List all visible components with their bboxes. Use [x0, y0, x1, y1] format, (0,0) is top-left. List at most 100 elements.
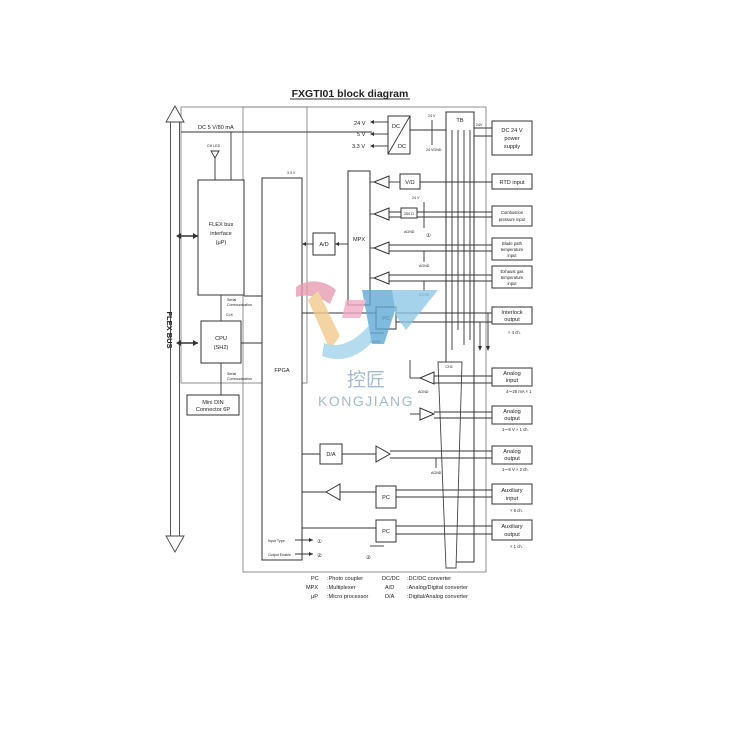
combustion-shunt — [400, 207, 418, 219]
aux-out-mark: ② — [366, 554, 371, 561]
exhaust-input-box — [491, 265, 533, 289]
output-enable-label: Output Enable — [268, 553, 291, 557]
legend: PC :Photo coupler MPX :Multiplexer μP :M… — [306, 576, 468, 600]
aux-in-ch-label: × 6 ch. — [510, 508, 523, 513]
aux-out-ch-label: × 1 ch. — [510, 544, 523, 549]
da-label: D/A — [326, 452, 336, 458]
ch2-label: CH2 — [445, 365, 452, 369]
fuse-label: 24 V — [428, 114, 436, 118]
serial2-line1: Serial — [227, 372, 236, 376]
kongjiang-watermark: 控匠 KONGJIANG — [296, 281, 438, 409]
flex-bus-interface-block — [197, 179, 245, 296]
ch-led-label: CH LED — [207, 144, 221, 148]
analog-input-box — [491, 367, 533, 387]
blade-line1: Blade path — [502, 241, 523, 246]
analog-out2-buffer — [375, 445, 392, 463]
mark-1: ① — [317, 538, 322, 545]
aux-in-line2: input — [506, 496, 519, 502]
blade-input-box — [491, 237, 533, 261]
analog-out2-gnd-label: AGND — [431, 471, 442, 475]
rtd-input-box — [491, 173, 533, 190]
dcdc-top-label: DC — [392, 124, 400, 130]
exhaust-line1: Exhaust gas — [500, 269, 523, 274]
bus-link-arrowhead — [193, 340, 198, 346]
fpga-block — [261, 177, 303, 561]
mpx-label: MPX — [353, 237, 365, 243]
arrowhead — [309, 552, 313, 556]
aux-out-pc-label: PC — [382, 529, 390, 535]
analog-out1-line1: Analog — [503, 409, 520, 415]
exhaust-line2: temperature — [501, 275, 524, 280]
interlock-line2: output — [504, 317, 520, 323]
cpu-line2: (SH2) — [214, 345, 229, 351]
legend-da-key: D/A — [385, 594, 395, 600]
flex-if-line1: FLEX bus — [209, 222, 234, 228]
analog-out1-ch-label: 1～5 V × 1 ch. — [502, 427, 529, 432]
serial1-line2: Communication — [227, 303, 252, 307]
mark-2: ② — [317, 552, 322, 559]
fpga-supply-label: 3.3 V — [287, 171, 296, 175]
blade-line3: input — [507, 253, 517, 258]
analog-in-ch-label: 4～20 mA × 1 — [506, 389, 532, 394]
arrowhead — [478, 346, 482, 351]
analog-out1-line2: output — [504, 416, 520, 422]
analog-in-line1: Analog — [503, 371, 520, 377]
combustion-shunt-label: 250 Ω — [404, 212, 414, 216]
legend-da-val: :Digital/Analog converter — [407, 594, 468, 600]
legend-dcdc-val: :DC/DC converter — [407, 576, 451, 582]
combustion-buffer — [372, 207, 390, 221]
power-line1: DC 24 V — [501, 128, 522, 134]
flex-if-line2: interface — [210, 231, 231, 237]
ground-label-dc: 24 VGND — [426, 148, 442, 152]
dcdc-diagonal — [387, 115, 411, 155]
arrowhead — [370, 120, 374, 124]
legend-pc-val: :Photo coupler — [327, 576, 363, 582]
aux-in-pc-label: PC — [382, 495, 390, 501]
combustion-supply-label: 24 V — [412, 196, 420, 200]
combustion-input-box — [491, 205, 533, 227]
tb-label: TB — [456, 118, 463, 124]
exhaust-line3: input — [507, 281, 517, 286]
combustion-gnd-label: AGND — [404, 230, 415, 234]
ad-label: A/D — [319, 242, 328, 248]
input-type-label: Input Type — [268, 539, 285, 543]
mini-din-connector — [186, 394, 240, 416]
bus-link-arrowhead — [176, 340, 181, 346]
power-line2: power — [504, 136, 519, 142]
flex-if-line3: (μP) — [216, 240, 227, 246]
legend-ad-key: A/D — [385, 585, 394, 591]
v-ohm-label: V/Ω — [405, 180, 414, 186]
analog-in-gnd-label: AGND — [418, 390, 429, 394]
fpga-label: FPGA — [274, 368, 289, 374]
combustion-line2: pressure input — [499, 217, 526, 222]
analog-out2-ch-label: 1～5 V × 2 ch. — [502, 467, 529, 472]
rtd-buffer — [372, 175, 390, 189]
bus-link-arrowhead — [176, 233, 181, 239]
led-icon — [210, 150, 220, 159]
power-plus-label: 24V — [476, 123, 483, 127]
arrowhead — [335, 242, 339, 246]
blade-buffer — [372, 241, 390, 255]
watermark-en: KONGJIANG — [318, 393, 414, 409]
legend-pc-key: PC — [311, 576, 319, 582]
flex-bus-arrow — [165, 105, 185, 553]
interlock-output-box — [491, 306, 533, 325]
module-frame-main — [242, 106, 487, 573]
rtd-label: RTD input — [499, 180, 525, 186]
legend-up-val: :Micro processor — [327, 594, 368, 600]
exhaust-buffer — [372, 271, 390, 285]
aux-out-line2: output — [504, 532, 520, 538]
analog-output2-box — [491, 445, 533, 465]
bus-link-arrowhead — [193, 233, 198, 239]
blade-line2: temperature — [501, 247, 524, 252]
power-supply-box — [491, 120, 533, 156]
arrowhead — [370, 144, 374, 148]
analog-in-line2: input — [506, 378, 519, 384]
flex-bus-label: FLEX BUS — [165, 311, 174, 348]
ch2-isolation-barrier — [437, 361, 463, 569]
aux-output-box — [491, 519, 533, 541]
v33-label: 3.3 V — [352, 144, 365, 150]
aux-in-buffer — [324, 483, 341, 501]
aux-input-box — [491, 483, 533, 505]
dcdc-bottom-label: DC — [398, 144, 406, 150]
